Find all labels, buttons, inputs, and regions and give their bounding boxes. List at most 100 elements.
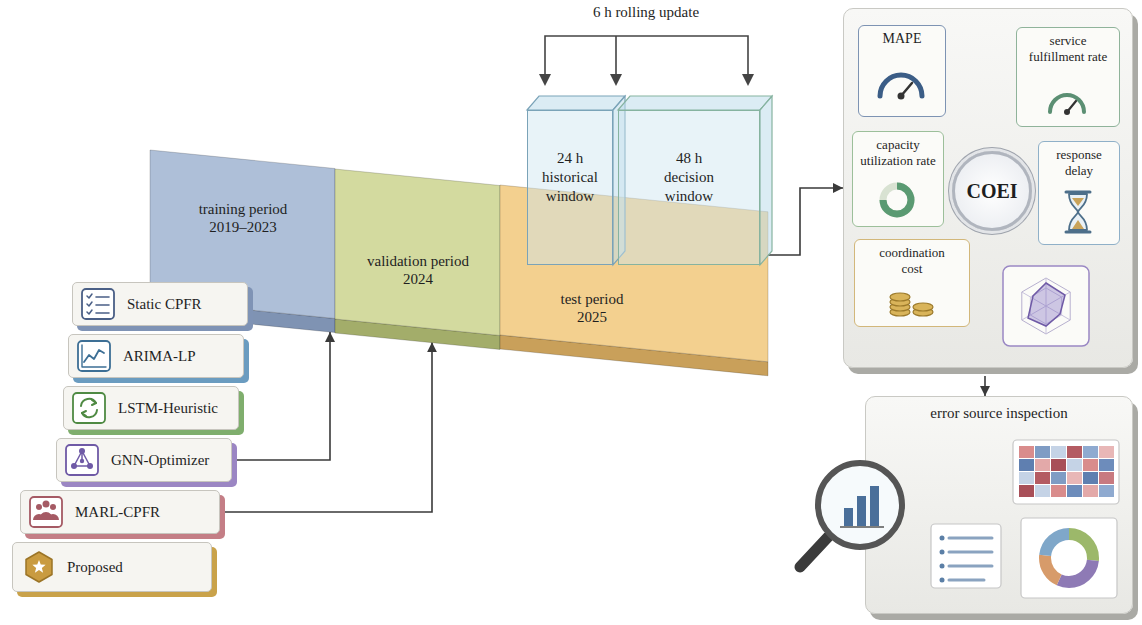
inspection-icon xyxy=(940,564,945,569)
node-text: MARL-CPFR xyxy=(75,503,160,521)
metric-icon xyxy=(880,75,1090,316)
inspection-icon xyxy=(1045,534,1093,582)
node-text: MAPE xyxy=(865,31,939,48)
method-icon xyxy=(92,400,96,405)
method-icon xyxy=(78,341,110,371)
inspection-icon xyxy=(940,578,945,583)
method-icon xyxy=(81,399,96,406)
method-icon xyxy=(84,350,104,362)
metrics-panel: MAPEservice fulfillment rateCOEIcapacity… xyxy=(843,8,1133,368)
metric-icon xyxy=(880,75,922,96)
radar-tile xyxy=(1003,266,1089,346)
method-icon xyxy=(87,294,92,314)
inspection-icon xyxy=(931,524,1001,588)
inspection-icon xyxy=(1067,446,1082,458)
node-text: training period 2019–2023 xyxy=(183,200,303,236)
radar-tile xyxy=(1003,266,1089,346)
method-icon xyxy=(66,445,98,475)
inspection-icon xyxy=(1045,534,1093,582)
metric-tile: response delay xyxy=(1038,141,1120,245)
method-icon xyxy=(26,552,52,582)
metric-tile: service fulfillment rate xyxy=(1016,27,1120,127)
method-icon xyxy=(74,451,90,466)
inspection-icon xyxy=(1021,518,1117,598)
note-label: 6 h rolling update xyxy=(556,4,736,21)
node-text: Proposed xyxy=(67,558,123,576)
inspection-icon xyxy=(1083,459,1098,471)
node-text: service fulfillment rate xyxy=(1023,33,1113,64)
window-box: 24 h historical window xyxy=(527,110,613,265)
metric-icon xyxy=(1067,101,1076,112)
method-icon xyxy=(87,463,93,469)
inspection-icon xyxy=(940,550,945,555)
band-face xyxy=(335,169,500,336)
rolling-bracket xyxy=(545,36,748,76)
metric-icon xyxy=(1069,194,1087,230)
window-box: 48 h decision window xyxy=(618,110,760,265)
method-icon xyxy=(33,512,59,520)
metric-icon xyxy=(883,186,911,214)
method-icon xyxy=(36,504,42,510)
method-icon xyxy=(82,411,86,416)
inspection-icon xyxy=(1019,459,1034,471)
method-icon xyxy=(32,560,45,573)
node-text: LSTM-Heuristic xyxy=(118,399,218,417)
inspection-icon xyxy=(1051,485,1066,497)
metric-icon xyxy=(1064,109,1070,115)
node-text: coordination cost xyxy=(873,245,951,276)
metric-icon xyxy=(890,303,910,311)
method-icon xyxy=(79,448,85,454)
window-face xyxy=(527,96,625,110)
method-icon xyxy=(82,410,97,417)
metric-icon xyxy=(1050,95,1084,112)
inspection-icon xyxy=(1083,472,1098,484)
inspection-icon xyxy=(1045,534,1093,582)
inspection-icon xyxy=(940,536,945,541)
inspection-icon xyxy=(844,508,853,526)
metric-icon xyxy=(890,308,910,316)
method-tile: GNN-Optimizer xyxy=(56,438,232,482)
window-face xyxy=(760,96,772,265)
method-icon xyxy=(80,459,84,463)
inspection-icon xyxy=(1099,472,1114,484)
node-text: validation period 2024 xyxy=(358,252,478,288)
bracket-arrowhead xyxy=(742,74,754,86)
inspection-icon xyxy=(1035,485,1050,497)
metric-icon xyxy=(913,308,933,316)
inspection-icon xyxy=(857,496,866,526)
inspection-panel: error source inspection xyxy=(865,396,1133,614)
bracket-arrowhead xyxy=(610,74,622,86)
inspection-icon xyxy=(1099,485,1114,497)
window-face xyxy=(618,96,772,110)
metric-icon xyxy=(1066,192,1090,232)
method-icon xyxy=(71,463,77,469)
period-band: validation period 2024 xyxy=(335,169,500,350)
method-icon xyxy=(82,345,106,367)
inspection-icon xyxy=(1051,446,1066,458)
metric-icon xyxy=(898,93,905,100)
inspection-icon xyxy=(1067,459,1082,471)
node-text: Static CPFR xyxy=(127,295,202,313)
method-tile: MARL-CPFR xyxy=(20,490,220,534)
node-text: error source inspection xyxy=(874,404,1124,422)
metric-icon xyxy=(890,293,910,301)
node-text: capacity utilization rate xyxy=(859,137,937,168)
inspection-icon xyxy=(1019,472,1034,484)
method-icon xyxy=(43,501,50,508)
inspection-icon xyxy=(1045,534,1093,582)
metric-icon xyxy=(883,186,911,214)
inspection-icon xyxy=(1083,446,1098,458)
method-icon xyxy=(30,497,62,527)
method-icon xyxy=(26,289,114,582)
method-icon xyxy=(73,393,105,423)
inspection-icon xyxy=(1099,446,1114,458)
inspection-icon xyxy=(1035,472,1050,484)
inspection-icon xyxy=(840,526,884,528)
metric-tile: coordination cost xyxy=(854,239,970,327)
metric-icon xyxy=(1072,198,1084,229)
inspection-icon xyxy=(1083,485,1098,497)
method-tile: Proposed xyxy=(12,542,212,592)
inspection-icon xyxy=(1067,472,1082,484)
inspection-icon xyxy=(1019,485,1034,497)
note-text: 6 h rolling update xyxy=(556,4,736,21)
